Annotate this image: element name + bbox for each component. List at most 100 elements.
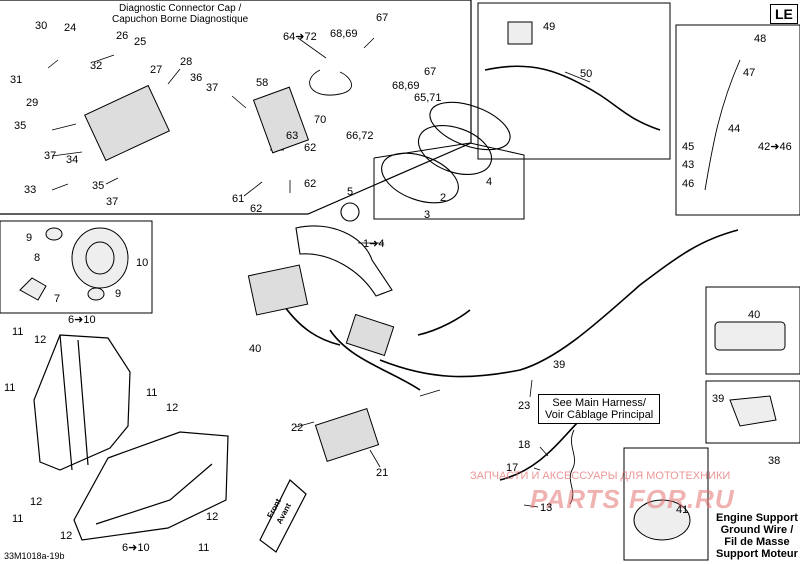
callout-35-a: 35 — [14, 120, 27, 132]
diagnostic-cap-title: Diagnostic Connector Cap / Capuchon Born… — [112, 3, 248, 25]
callout-11-b: 11 — [4, 382, 16, 394]
watermark-logo: PARTS FOR.RU — [530, 484, 735, 514]
callout-67-a: 67 — [376, 12, 389, 24]
range-arrow-icon: ➜ — [128, 542, 138, 554]
callout-64-to-72: 64➜72 — [283, 31, 317, 43]
callout-64: 64 — [283, 31, 296, 43]
callout-13: 13 — [540, 502, 553, 514]
callout-11-a: 11 — [12, 326, 24, 338]
callout-45: 45 — [682, 141, 695, 153]
callout-58: 58 — [256, 77, 269, 89]
callout-43: 43 — [682, 159, 695, 171]
callout-62-b: 62 — [304, 178, 317, 190]
callout-37-c: 37 — [106, 196, 119, 208]
callout-2: 2 — [440, 192, 447, 204]
callout-27: 27 — [150, 64, 163, 76]
callout-67-b: 67 — [424, 66, 437, 78]
callout-39-a: 39 — [553, 359, 566, 371]
callout-26: 26 — [116, 30, 129, 42]
harness-note-line-1: See Main Harness/ — [552, 397, 646, 409]
callout-23: 23 — [518, 400, 531, 412]
callout-9-a: 9 — [26, 232, 33, 244]
callout-61: 61 — [232, 193, 245, 205]
callout-12-e: 12 — [206, 511, 219, 523]
callout-34: 34 — [66, 154, 79, 166]
callout-72-a: 72 — [304, 31, 317, 43]
callout-6-to-10-b: 6➜10 — [122, 542, 150, 554]
callout-68-69-a: 68,69 — [330, 28, 358, 40]
callout-21: 21 — [376, 467, 389, 479]
range-arrow-icon: ➜ — [295, 31, 305, 43]
callout-12-d: 12 — [60, 530, 73, 542]
callout-66-72: 66,72 — [346, 130, 374, 142]
callout-48: 48 — [754, 33, 767, 45]
diagram-code: 33M1018a-19b — [4, 551, 65, 561]
callout-62-c: 62 — [250, 203, 263, 215]
callout-1-to-4: 1➜4 — [363, 238, 384, 250]
callout-5: 5 — [347, 186, 354, 198]
callout-68-69-b: 68,69 — [392, 80, 420, 92]
callout-11-e: 11 — [198, 542, 210, 554]
callout-42: 42 — [758, 141, 771, 153]
callout-12-b: 12 — [166, 402, 179, 414]
callout-36: 36 — [190, 72, 203, 84]
callout-10: 10 — [136, 257, 149, 269]
callout-1: 1 — [363, 238, 370, 250]
callout-32: 32 — [90, 60, 103, 72]
callout-7: 7 — [54, 293, 61, 305]
ground-note-line-2: Ground Wire / — [720, 524, 794, 536]
callout-46-a: 46 — [779, 141, 792, 153]
callout-46-b: 46 — [682, 178, 695, 190]
range-arrow-icon: ➜ — [770, 141, 780, 153]
callout-10-a: 10 — [83, 314, 96, 326]
callout-41: 41 — [676, 504, 689, 516]
callout-18: 18 — [518, 439, 531, 451]
callout-31: 31 — [10, 74, 23, 86]
main-harness-note: See Main Harness/ Voir Câblage Principal — [538, 394, 661, 424]
callout-37-a: 37 — [206, 82, 219, 94]
callout-6-a: 6 — [68, 314, 75, 326]
callout-25: 25 — [134, 36, 147, 48]
callout-4: 4 — [486, 176, 493, 188]
callout-44: 44 — [728, 123, 741, 135]
callout-49: 49 — [543, 21, 556, 33]
model-badge: LE — [770, 4, 798, 24]
callout-29: 29 — [26, 97, 39, 109]
callout-40-a: 40 — [249, 343, 262, 355]
callout-35-b: 35 — [92, 180, 105, 192]
callout-30: 30 — [35, 20, 48, 32]
callout-38: 38 — [768, 455, 781, 467]
harness-note-line-2: Voir Câblage Principal — [545, 409, 654, 421]
callout-65-71: 65,71 — [414, 92, 442, 104]
callout-42-to-46: 42➜46 — [758, 141, 792, 153]
callout-6-b: 6 — [122, 542, 129, 554]
callout-50: 50 — [580, 68, 593, 80]
callout-6-to-10-a: 6➜10 — [68, 314, 96, 326]
callout-70: 70 — [314, 114, 327, 126]
callout-24: 24 — [64, 22, 77, 34]
callout-8: 8 — [34, 252, 41, 264]
callout-10-b: 10 — [137, 542, 150, 554]
range-arrow-icon: ➜ — [369, 238, 379, 250]
callout-63: 63 — [286, 130, 299, 142]
callout-37-b: 37 — [44, 150, 57, 162]
ground-note-line-3: Fil de Masse — [724, 536, 790, 548]
callout-47: 47 — [743, 67, 756, 79]
callout-11-c: 11 — [146, 387, 158, 399]
callout-4-b: 4 — [378, 238, 385, 250]
callout-12-a: 12 — [34, 334, 47, 346]
callout-11-d: 11 — [12, 513, 24, 525]
callout-33: 33 — [24, 184, 37, 196]
range-arrow-icon: ➜ — [74, 314, 84, 326]
callout-62-a: 62 — [304, 142, 317, 154]
callout-22: 22 — [291, 422, 304, 434]
header-line-2: Capuchon Borne Diagnostique — [112, 14, 249, 25]
header-line-1: Diagnostic Connector Cap / — [118, 3, 242, 14]
callout-17: 17 — [506, 462, 519, 474]
callout-12-c: 12 — [30, 496, 43, 508]
callout-3: 3 — [424, 209, 431, 221]
callout-9-b: 9 — [115, 288, 122, 300]
watermark-text: ЗАПЧАСТИ И АКСЕССУАРЫ ДЛЯ МОТОТЕХНИКИ — [470, 470, 731, 482]
ground-note-line-4: Support Moteur — [716, 548, 798, 560]
